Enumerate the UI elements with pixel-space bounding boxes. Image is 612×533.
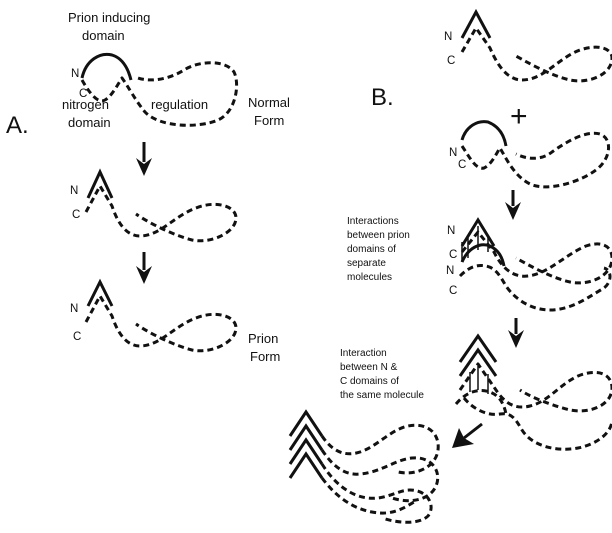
intermediate-prion-chevron [86, 168, 114, 199]
b-normal-dashed-backbone [460, 131, 610, 189]
b-top-molecule [460, 8, 612, 83]
arrow-down-1 [136, 142, 152, 176]
intermediate-n-label: N [70, 185, 78, 197]
b-arrow-diagonal [452, 422, 483, 448]
stack-dashed-2 [462, 397, 612, 451]
b-stacked-molecules [454, 333, 612, 451]
regulation-label: regulation [151, 97, 208, 112]
interactions-prion-line4: separate [347, 258, 386, 269]
dimer-lower-dashed-backbone [458, 264, 612, 312]
panel-a-letter: A. [6, 112, 29, 139]
panel-a: A. Prion inducing domain N C nitrogen do… [6, 10, 290, 364]
prion-form-chevron [86, 278, 114, 307]
interactions-prion-line2: between prion [347, 230, 410, 241]
prion-inducing-label-line2: domain [82, 28, 125, 43]
stack-dashed-3 [454, 389, 508, 415]
interaction-nc-line2: between N & [340, 362, 398, 373]
prion-form-label-line2: Form [250, 349, 280, 364]
b-top-c-label: C [447, 55, 455, 67]
normal-form-label-line1: Normal [248, 95, 290, 110]
intermediate-dashed-backbone [84, 184, 238, 243]
prion-form-molecule [84, 278, 238, 353]
stack-chevron-1 [458, 333, 498, 363]
dimer-c-label-2: C [449, 285, 457, 297]
interaction-nc-line1: Interaction [340, 348, 387, 359]
intermediate-molecule [84, 168, 238, 243]
dimer-n-label-1: N [447, 225, 455, 237]
fibril-dashed-1 [320, 423, 440, 475]
prion-inducing-label-line1: Prion inducing [68, 10, 150, 25]
nitrogen-label-line2: domain [68, 115, 111, 130]
prion-form-dashed-backbone [84, 294, 238, 353]
b-arrow-down-2 [508, 318, 524, 348]
dimer-c-label-1: C [449, 249, 457, 261]
fibril-dashed-3 [320, 463, 433, 524]
b-normal-molecule [460, 120, 610, 189]
prion-c-label: C [73, 331, 81, 343]
fibril-chevron-1 [288, 409, 324, 437]
panel-b: B. N C + N C Interactions between prion … [288, 8, 612, 524]
interaction-nc-line4: the same molecule [340, 390, 424, 401]
dimer-upper-dashed-backbone [460, 230, 612, 285]
panel-b-letter: B. [371, 84, 394, 111]
interaction-nc-line3: C domains of [340, 376, 399, 387]
normal-form-dashed-backbone [80, 61, 239, 127]
normal-c-label: C [79, 88, 87, 100]
fibril-chevron-2 [288, 423, 324, 451]
b-arrow-down-1 [505, 190, 521, 220]
prion-domain-arc [80, 52, 133, 81]
b-dimer-molecules [458, 217, 612, 312]
b-fibril-molecules [288, 409, 440, 524]
dimer-n-label-2: N [446, 265, 454, 277]
b-top-n-label: N [444, 31, 452, 43]
nitrogen-label-line1: nitrogen [62, 97, 109, 112]
interactions-prion-line1: Interactions [347, 216, 399, 227]
interactions-prion-label: Interactions between prion domains of se… [347, 216, 410, 283]
interactions-prion-line3: domains of [347, 244, 396, 255]
normal-form-molecule [80, 52, 239, 127]
normal-form-label-line2: Form [254, 113, 284, 128]
b-top-dashed-backbone [460, 26, 612, 83]
stack-chevron-2 [458, 347, 498, 377]
fibril-dashed-4 [320, 477, 415, 515]
stack-dashed-1 [458, 362, 612, 413]
b-normal-c-label: C [458, 159, 466, 171]
arrow-down-2 [136, 252, 152, 284]
normal-n-label: N [71, 68, 79, 80]
prion-n-label: N [70, 303, 78, 315]
prion-form-label-line1: Prion [248, 331, 278, 346]
b-normal-prion-arc [460, 120, 508, 147]
interactions-prion-line5: molecules [347, 272, 392, 283]
interaction-nc-label: Interaction between N & C domains of the… [340, 348, 424, 401]
intermediate-c-label: C [72, 209, 80, 221]
fibril-chevron-4 [288, 451, 324, 479]
b-normal-n-label: N [449, 147, 457, 159]
b-top-chevron [460, 8, 492, 39]
plus-sign: + [510, 100, 528, 133]
fibril-chevron-3 [288, 437, 324, 465]
